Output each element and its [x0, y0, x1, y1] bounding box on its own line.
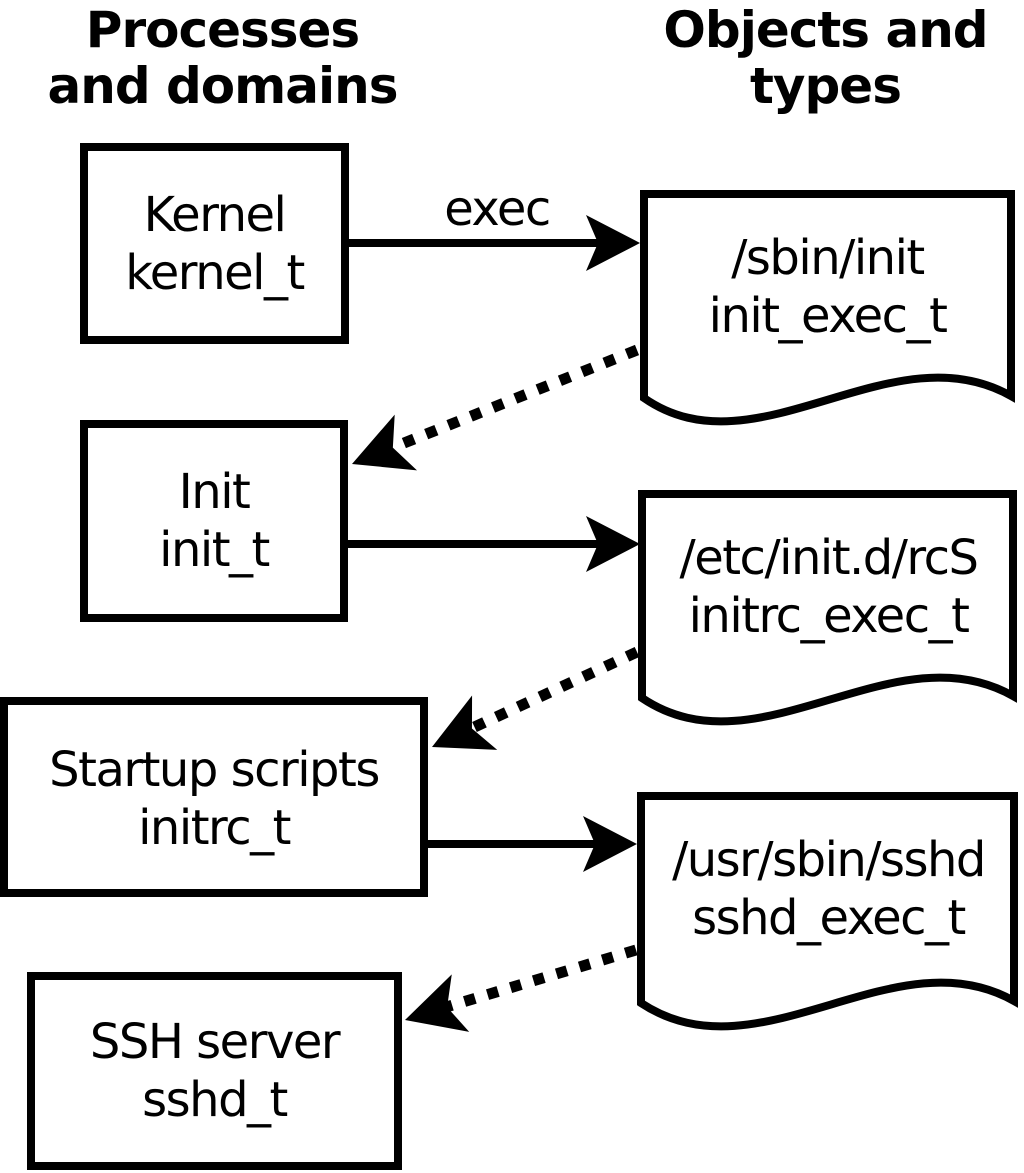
process-node-sshd: SSH server sshd_t: [27, 972, 402, 1170]
object-type: init_exec_t: [708, 287, 948, 344]
process-name: Init: [178, 464, 251, 520]
exec-arrow-kernel-to-sbin-init: [349, 215, 640, 271]
process-domain: init_t: [159, 522, 270, 578]
exec-arrow-init-to-rcs: [348, 516, 640, 572]
process-node-initrc: Startup scripts initrc_t: [0, 697, 428, 901]
object-node-sbin-init: /sbin/init init_exec_t: [640, 194, 1015, 379]
object-path: /etc/init.d/rcS: [679, 529, 979, 586]
object-doc-sbin-init: [640, 190, 1015, 426]
object-type: sshd_exec_t: [692, 889, 966, 946]
process-box-sshd: [27, 972, 402, 1170]
object-doc-usr-sbin-sshd: [637, 792, 1018, 1031]
process-box-init: [80, 420, 348, 622]
object-doc-etc-initd-rcs: [638, 490, 1017, 726]
transition-arrow-rcs-to-initrc: [432, 647, 640, 750]
exec-arrow-label: exec: [444, 181, 551, 237]
object-type: initrc_exec_t: [688, 587, 970, 644]
object-path: /usr/sbin/sshd: [672, 831, 986, 888]
object-path: /sbin/init: [731, 229, 925, 286]
exec-arrow-initrc-to-sshd: [428, 816, 637, 872]
process-name: Startup scripts: [49, 742, 380, 798]
process-domain: initrc_t: [138, 800, 291, 856]
process-box-initrc: [0, 697, 428, 897]
column-header-objects: Objects and types: [663, 1, 988, 115]
process-node-kernel: Kernel kernel_t: [80, 143, 349, 344]
process-domain: kernel_t: [125, 244, 305, 301]
process-node-init: Init init_t: [80, 420, 348, 622]
process-name: Kernel: [143, 186, 287, 243]
transition-arrow-sbin-init-to-init: [352, 344, 640, 471]
object-node-usr-sbin-sshd: /usr/sbin/sshd sshd_exec_t: [639, 796, 1018, 981]
object-node-etc-initd-rcs: /etc/init.d/rcS initrc_exec_t: [640, 494, 1017, 679]
transition-arrow-sshdexec-to-sshd: [405, 944, 638, 1032]
column-header-processes: Processes and domains: [47, 1, 398, 115]
process-name: SSH server: [89, 1014, 341, 1070]
process-domain: sshd_t: [142, 1072, 288, 1128]
process-box-kernel: [80, 143, 349, 344]
